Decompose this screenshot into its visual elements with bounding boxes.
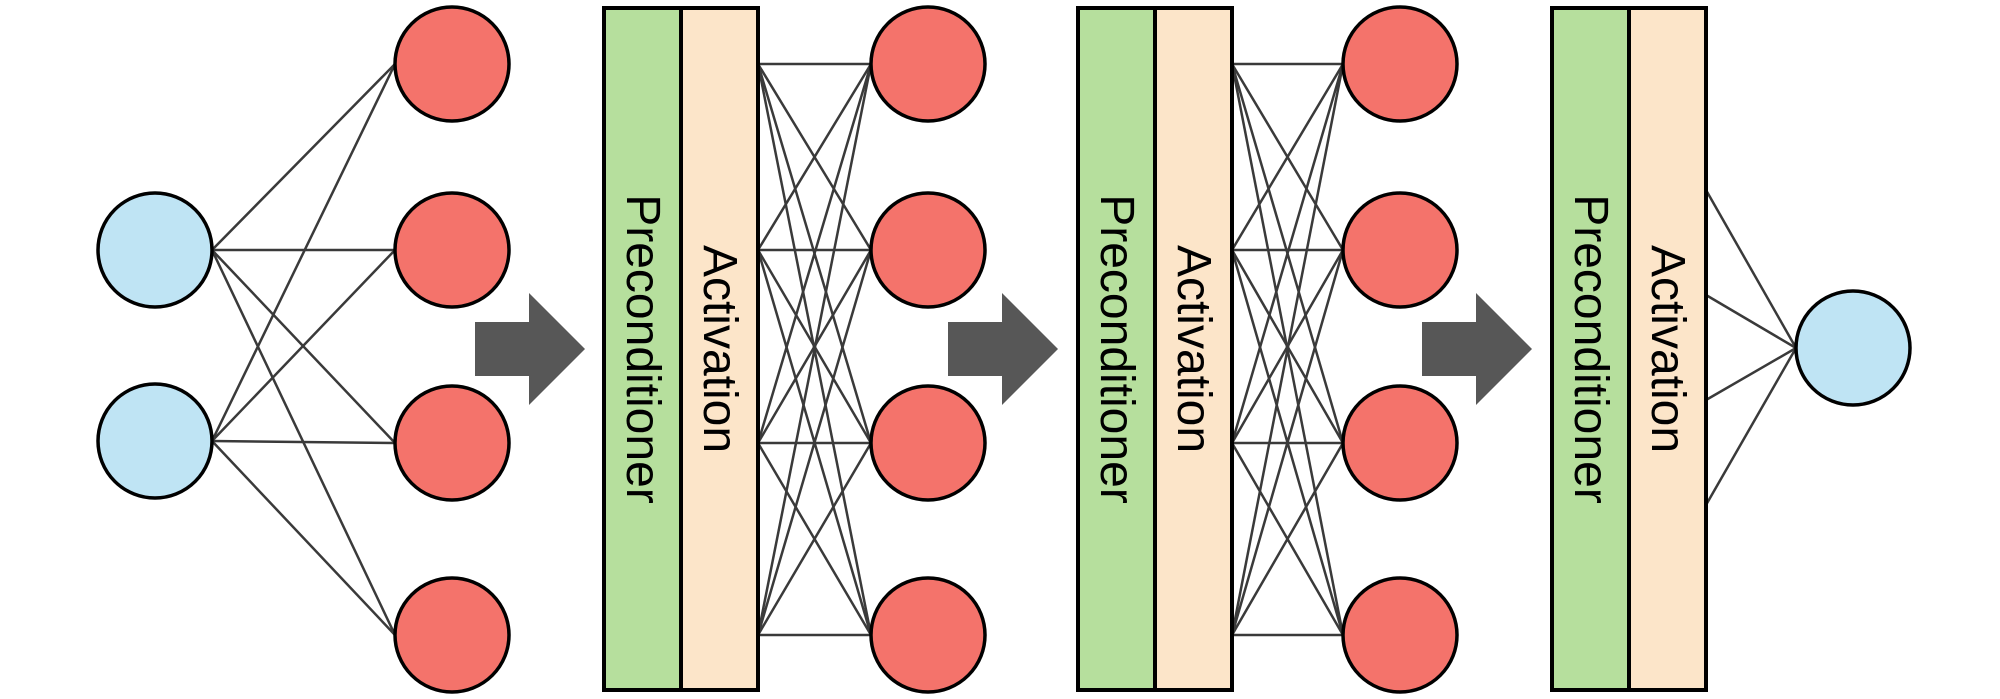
preconditioner-label: Preconditioner	[616, 194, 669, 504]
edge-line	[1230, 63, 1345, 444]
edge-line	[1705, 293, 1797, 350]
edge-line	[1230, 63, 1345, 636]
nodes-layer	[96, 5, 1912, 694]
hidden-node	[1341, 191, 1459, 309]
edge-line	[1230, 63, 1345, 251]
arrows-layer	[475, 293, 1532, 405]
activation-block	[1627, 6, 1708, 692]
edge-line	[211, 63, 396, 251]
edge-line	[1705, 346, 1797, 402]
activation-block	[679, 6, 760, 692]
activation-block	[1153, 6, 1234, 692]
edge-line	[756, 63, 873, 636]
edge-line	[756, 63, 873, 444]
hidden-node	[869, 5, 987, 123]
edges-layer	[210, 62, 1798, 637]
edge-line	[211, 440, 396, 636]
edge-line	[1704, 189, 1798, 349]
hidden-node	[393, 384, 511, 502]
hidden-node	[393, 191, 511, 309]
edge-line	[756, 63, 873, 251]
edge-line	[210, 63, 397, 442]
hidden-node	[1341, 384, 1459, 502]
edge-line	[1704, 347, 1798, 506]
edge-line	[211, 249, 396, 442]
flow-arrow-icon	[1422, 293, 1532, 405]
input-node	[96, 191, 214, 309]
output-node	[1794, 289, 1912, 407]
hidden-node	[869, 576, 987, 694]
edge-line	[211, 439, 396, 445]
hidden-node	[869, 384, 987, 502]
activation-label: Activation	[693, 245, 746, 453]
edge-line	[1230, 442, 1345, 636]
edge-line	[756, 442, 873, 636]
hidden-node	[1341, 576, 1459, 694]
blocks-layer: Preconditioner Activation Preconditioner Ac…	[602, 6, 1708, 692]
hidden-node	[393, 576, 511, 694]
hidden-node	[1341, 5, 1459, 123]
edge-line	[756, 249, 873, 636]
flow-arrow-icon	[475, 293, 585, 405]
activation-label: Activation	[1641, 245, 1694, 453]
hidden-node	[869, 191, 987, 309]
hidden-node	[393, 5, 511, 123]
activation-label: Activation	[1167, 245, 1220, 453]
edge-line	[1230, 249, 1345, 636]
flow-arrow-icon	[948, 293, 1058, 405]
preconditioner-label: Preconditioner	[1564, 194, 1617, 504]
preconditioner-label: Preconditioner	[1090, 194, 1143, 504]
input-node	[96, 382, 214, 500]
